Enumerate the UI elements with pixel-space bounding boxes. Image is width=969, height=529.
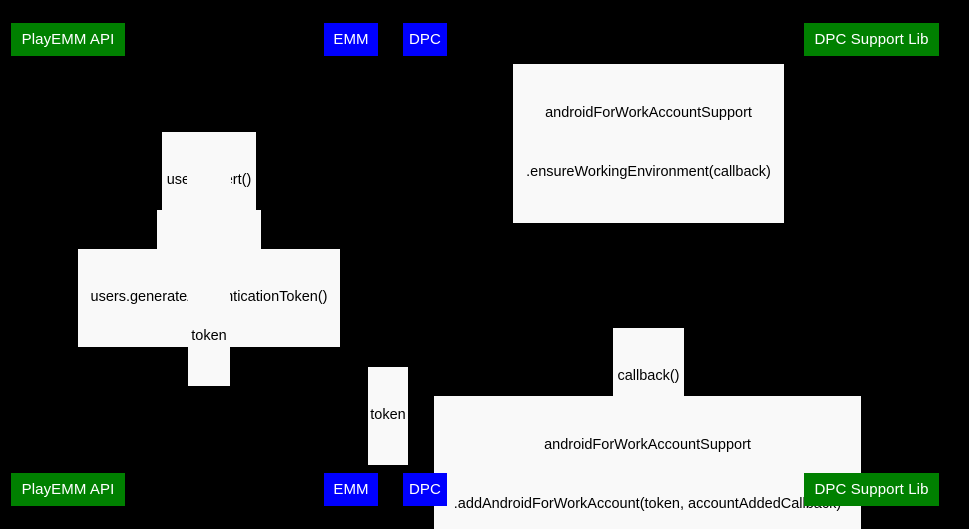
participant-box-playemm-api-bottom[interactable]: PlayEMM API	[11, 473, 125, 506]
participant-label: EMM	[333, 481, 369, 498]
message-line-2: .addAndroidForWorkAccount(token, account…	[453, 495, 842, 512]
participant-box-dpc-support-lib-top[interactable]: DPC Support Lib	[804, 23, 939, 56]
participant-box-dpc-support-lib-bottom[interactable]: DPC Support Lib	[804, 473, 939, 506]
participant-box-emm-top[interactable]: EMM	[324, 23, 378, 56]
message-label-token-response: token	[188, 288, 230, 386]
participant-label: PlayEMM API	[21, 481, 115, 498]
participant-label: DPC Support Lib	[814, 31, 929, 48]
message-label-add-android-for-work-account: androidForWorkAccountSupport .addAndroid…	[434, 396, 861, 529]
participant-box-emm-bottom[interactable]: EMM	[324, 473, 378, 506]
message-line-2: .ensureWorkingEnvironment(callback)	[526, 163, 771, 180]
participant-box-dpc-top[interactable]: DPC	[403, 23, 447, 56]
participant-label: DPC Support Lib	[814, 481, 929, 498]
participant-box-playemm-api-top[interactable]: PlayEMM API	[11, 23, 125, 56]
message-label-ensure-working-environment: androidForWorkAccountSupport .ensureWork…	[513, 64, 784, 223]
participant-label: DPC	[409, 31, 441, 48]
message-line-1: androidForWorkAccountSupport	[545, 105, 752, 121]
message-line-1: androidForWorkAccountSupport	[544, 437, 751, 453]
message-line-1: token	[370, 407, 406, 423]
participant-label: EMM	[333, 31, 369, 48]
participant-label: DPC	[409, 481, 441, 498]
message-line-1: callback()	[617, 368, 680, 384]
participant-label: PlayEMM API	[21, 31, 115, 48]
message-label-token-delivery: token	[368, 367, 408, 465]
participant-box-dpc-bottom[interactable]: DPC	[403, 473, 447, 506]
message-line-1: token	[191, 328, 227, 344]
